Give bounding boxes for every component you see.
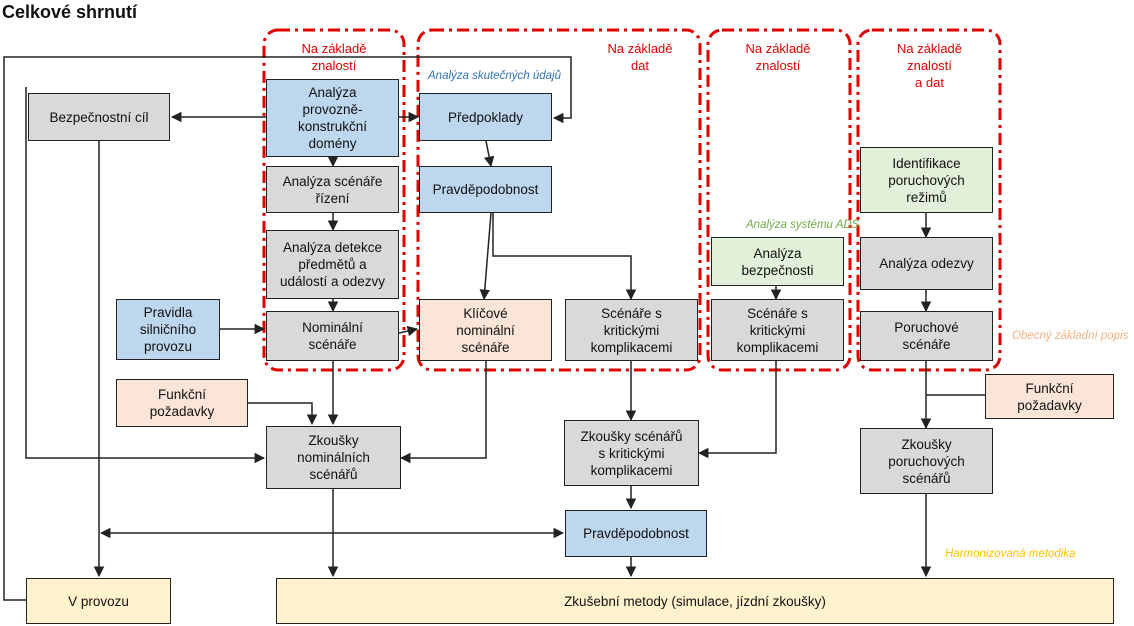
node-safety-goal: Bezpečnostní cíl: [28, 93, 170, 141]
node-failure-tests: Zkoušky poruchových scénářů: [860, 428, 993, 494]
node-critical-scenarios-1: Scénáře s kritickými komplikacemi: [565, 299, 698, 361]
node-critical-tests: Zkoušky scénářů s kritickými komplikacem…: [564, 420, 699, 486]
node-functional-requirements-right: Funkční požadavky: [985, 374, 1114, 419]
note-ads-system: Analýza systému ADS: [746, 219, 860, 231]
connector-probability-critical: [492, 213, 637, 301]
node-failure-identification: Identifikace poruchových režimů: [860, 147, 993, 213]
connector-left-loop: [25, 87, 266, 464]
node-traffic-rules: Pravidla silničního provozu: [116, 299, 220, 360]
node-critical-scenarios-2: Scénáře s kritickými komplikacemi: [711, 299, 844, 361]
connector-key-tests: [399, 361, 487, 464]
node-odd-analysis: Analýza provozně- konstrukční domény: [266, 79, 399, 157]
node-oedr-analysis: Analýza detekce předmětů a událostí a od…: [266, 230, 399, 299]
page-title: Celkové shrnutí: [2, 2, 138, 22]
group-label-knowledge-1: Na základě znalostí: [301, 41, 367, 73]
group-border-knowledge-1: [262, 28, 406, 372]
node-nominal-tests: Zkoušky nominálních scénářů: [266, 426, 401, 489]
node-scenario-analysis: Analýza scénáře řízení: [266, 166, 399, 213]
note-real-data: Analýza skutečných údajů: [428, 70, 561, 82]
connector-assumptions-probability: [483, 140, 495, 168]
node-safety-analysis: Analýza bezpečnosti: [711, 237, 844, 286]
node-probability-top: Pravděpodobnost: [419, 166, 552, 213]
node-assumptions: Předpoklady: [419, 93, 552, 141]
node-response-analysis: Analýza odezvy: [860, 237, 993, 290]
group-label-data: Na základě dat: [607, 41, 673, 73]
node-key-nominal-scenarios: Klíčové nominální scénáře: [419, 299, 552, 361]
group-border-knowledge-2: [706, 28, 852, 372]
connector-funcreq-tests: [248, 402, 318, 426]
group-label-knowledge-2: Na základě znalostí: [745, 41, 811, 73]
node-probability-bottom: Pravděpodobnost: [565, 510, 707, 557]
connector-nominal-key: [398, 325, 419, 337]
group-border-data: [416, 28, 702, 372]
group-border-knowledge-data: [856, 28, 1002, 372]
group-label-knowledge-data: Na základě znalostí a dat: [896, 41, 963, 90]
node-test-methods: Zkušební metody (simulace, jízdní zkoušk…: [276, 578, 1114, 624]
note-harmonized: Harmonizovaná metodika: [945, 548, 1076, 560]
connector-critical2-tests: [697, 361, 777, 459]
node-in-operation: V provozu: [26, 578, 171, 624]
connector-probability-key: [479, 212, 492, 301]
connector-feedback-top: [3, 56, 572, 601]
node-failure-scenarios: Poruchové scénáře: [860, 311, 993, 361]
note-general-description: Obecný základní popis: [1012, 330, 1129, 342]
node-nominal-scenarios: Nominální scénáře: [266, 311, 399, 361]
node-functional-requirements-left: Funkční požadavky: [116, 379, 248, 427]
